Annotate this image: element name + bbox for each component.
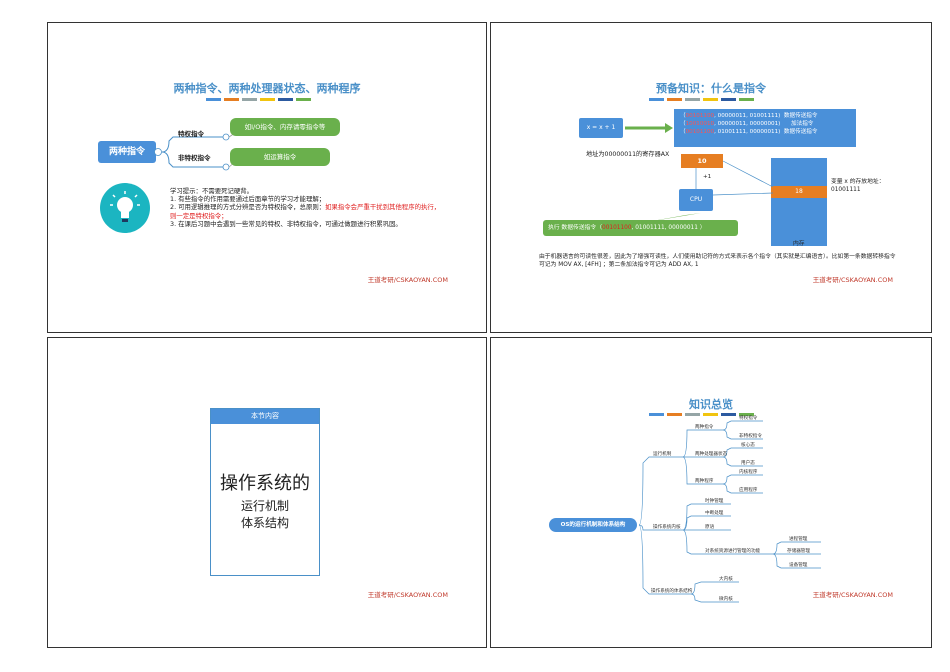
slide-knowledge-overview[interactable]: 知识总览 OS的运行机制和体系结构 运 (490, 337, 932, 648)
tip-line: 2. 可用逻辑推理的方式分辨是否为特权指令，总原则：如果指令会严重干扰到其他程序… (170, 203, 442, 219)
privileged-example: 如I/O指令、内存请零指令等 (230, 118, 340, 136)
node-app-program: 应用程序 (739, 487, 757, 493)
card-header: 本节内容 (211, 409, 319, 424)
mindmap-root: OS的运行机制和体系结构 (549, 518, 637, 532)
footer-brand: 王道考研/CSKAOYAN.COM (813, 274, 893, 284)
execute-bubble: 执行 数据传送指令（00101100, 01001111, 00000011 ） (543, 220, 738, 236)
data-flow-lines (491, 23, 931, 333)
lightbulb-icon (100, 183, 150, 233)
content-card: 本节内容 操作系统的 运行机制 体系结构 (210, 408, 320, 576)
root-node: 两种指令 (98, 141, 156, 163)
node-device-mgmt: 设备管理 (789, 562, 807, 568)
card-title: 操作系统的 (211, 469, 319, 495)
node-os-architecture: 操作系统的体系结构 (651, 588, 692, 594)
node-kernel-mode: 核心态 (741, 442, 755, 448)
nonprivileged-label: 非特权指令 (178, 152, 211, 162)
color-bar (206, 98, 311, 101)
node-user-mode: 用户态 (741, 460, 755, 466)
card-line2: 运行机制 (211, 497, 319, 514)
node-kernel-program: 内核程序 (739, 469, 757, 475)
slide-title: 两种指令、两种处理器状态、两种程序 (48, 80, 486, 96)
node-clock: 时钟管理 (705, 498, 723, 504)
node-primitive: 原语 (705, 524, 714, 530)
node-privileged: 特权指令 (739, 415, 757, 421)
nonprivileged-example: 如运算指令 (230, 148, 330, 166)
node-interrupt: 中断处理 (705, 510, 723, 516)
node-two-programs: 两种程序 (695, 478, 713, 484)
card-line3: 体系结构 (211, 514, 319, 531)
node-resource-mgmt: 对系统资源进行管理的功能 (705, 548, 760, 554)
footer-brand: 王道考研/CSKAOYAN.COM (368, 274, 448, 284)
node-micro-kernel: 微内核 (719, 596, 733, 602)
slide-section-content[interactable]: 本节内容 操作系统的 运行机制 体系结构 王道考研/CSKAOYAN.COM (47, 337, 487, 648)
slide-what-is-instruction[interactable]: 预备知识：什么是指令 x = x + 1 （00101100, 00000011… (490, 22, 932, 333)
node-process-mgmt: 进程管理 (789, 536, 807, 542)
slide-instructions[interactable]: 两种指令、两种处理器状态、两种程序 两种指令 特权指令 非特权指令 如I/O指令… (47, 22, 487, 333)
node-two-states: 两种处理器状态 (695, 451, 727, 457)
tip-line: 3. 在课后习题中会遇到一些常见的特权、非特权指令，可通过做题进行积累巩固。 (170, 220, 442, 228)
node-macro-kernel: 大内核 (719, 576, 733, 582)
study-tips: 学习提示：不需要死记硬背。 1. 有些指令的作用需要通过后面章节的学习才能理解；… (170, 187, 442, 228)
node-memory-mgmt: 存储器管理 (787, 548, 810, 554)
node-run-mechanism: 运行机制 (653, 451, 671, 457)
node-os-kernel: 操作系统内核 (653, 524, 681, 530)
mindmap-lines (491, 338, 931, 648)
tip-line: 学习提示：不需要死记硬背。 (170, 187, 442, 195)
footer-brand: 王道考研/CSKAOYAN.COM (368, 589, 448, 599)
node-nonprivileged: 非特权指令 (739, 433, 762, 439)
privileged-label: 特权指令 (178, 128, 204, 138)
footer-brand: 王道考研/CSKAOYAN.COM (813, 589, 893, 599)
note-text: 由于机器语言的可读性很差，因此为了增强可读性，人们使用助记符的方式来表示各个指令… (539, 253, 899, 269)
node-two-instructions: 两种指令 (695, 424, 713, 430)
